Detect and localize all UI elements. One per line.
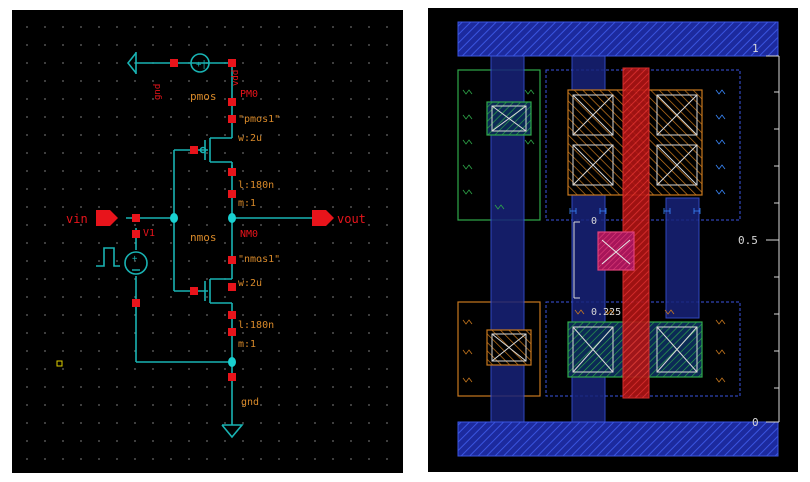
vin-label: vin <box>66 212 88 226</box>
well-ticks-bottom <box>462 309 726 383</box>
schematic-grid <box>12 10 403 473</box>
v1-label: V1 <box>143 228 155 239</box>
vdd-label: vdd <box>231 70 241 86</box>
contact-cuts <box>491 94 698 373</box>
ground-symbol-bottom <box>221 424 244 439</box>
nmos-width-label: w:2u <box>238 278 262 289</box>
coord-label-b: 0.225 <box>591 307 621 318</box>
pmos-model-label: "pmos1" <box>238 114 280 125</box>
nmos-instance-label: NM0 <box>240 229 258 240</box>
vertical-ruler <box>766 55 780 423</box>
pmos-length-label: l:180n <box>238 180 274 191</box>
well-ticks-right-top <box>569 89 726 214</box>
pmos-width-label: w:2u <box>238 133 262 144</box>
pmos-instance-label: PM0 <box>240 89 258 100</box>
ruler-label-top: 1 <box>752 42 759 55</box>
vout-port <box>312 210 334 226</box>
gnd-bottom-label: gnd <box>241 397 259 408</box>
vin-port <box>96 210 118 226</box>
metal-strip-right <box>665 197 700 319</box>
dimension-bracket <box>573 221 580 299</box>
gnd-rail <box>457 421 779 457</box>
gnd-top-label: gnd <box>153 84 163 100</box>
nmos-type-label: nmos <box>190 231 217 244</box>
svg-text:+: + <box>132 254 138 264</box>
schematic-panel: +| + <box>12 10 403 473</box>
schematic-pins <box>132 59 236 381</box>
schematic-junctions <box>170 213 236 367</box>
vdd-source-symbol: +| <box>126 52 210 74</box>
origin-marker <box>56 360 63 367</box>
pmos-type-label: pmos <box>190 90 217 103</box>
nmos-multiplier-label: m:1 <box>238 339 256 350</box>
coord-label-a: 0 <box>591 216 597 227</box>
nmos-symbol <box>204 268 233 315</box>
gate-contact <box>597 231 635 271</box>
nmos-length-label: l:180n <box>238 320 274 331</box>
pmos-multiplier-label: m:1 <box>238 198 256 209</box>
gate-contact-cut <box>601 239 631 265</box>
ruler-label-mid: 0.5 <box>738 234 758 247</box>
v1-pulse-source-symbol: + <box>96 247 148 275</box>
nmos-model-label: "nmos1" <box>238 254 280 265</box>
svg-text:+|: +| <box>196 60 207 70</box>
ruler-label-bottom: 0 <box>752 416 759 429</box>
vout-label: vout <box>337 212 366 226</box>
well-ticks-left-top <box>462 89 535 210</box>
pmos-symbol <box>199 123 233 170</box>
layout-panel: 1 0.5 0 0 0.225 <box>428 8 798 472</box>
vdd-rail <box>457 21 779 57</box>
